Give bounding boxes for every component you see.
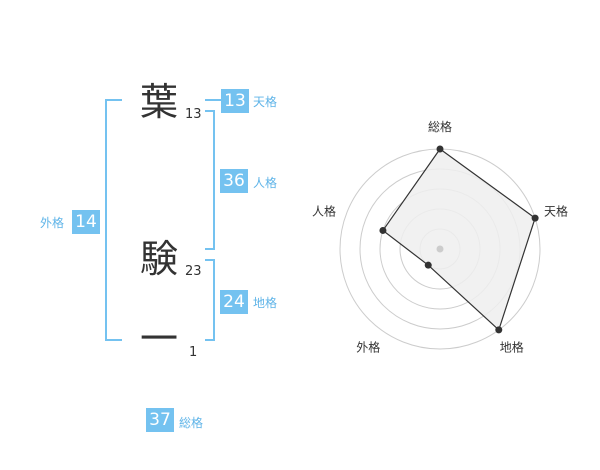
tenkaku-label: 天格 bbox=[253, 95, 278, 109]
name-char-1: 葉 bbox=[140, 80, 179, 124]
radar-axis-label-1: 総格 bbox=[428, 119, 452, 134]
stroke-count-1: 13 bbox=[185, 107, 202, 122]
radar-axis-label-3: 地格 bbox=[500, 340, 524, 355]
stroke-count-3: 1 bbox=[189, 345, 198, 360]
jinkaku-value: 36 bbox=[220, 169, 248, 193]
radar-point-1 bbox=[436, 145, 444, 153]
gaikaku-value: 14 bbox=[72, 210, 100, 234]
soukaku-label: 総格 bbox=[179, 416, 204, 430]
radar-point-5 bbox=[379, 226, 387, 234]
radar-axis-label-5: 人格 bbox=[312, 203, 336, 218]
stroke-count-2: 23 bbox=[185, 264, 202, 279]
radar-point-2 bbox=[531, 214, 539, 222]
chikaku-label: 地格 bbox=[253, 296, 278, 310]
soukaku-value: 37 bbox=[146, 408, 174, 432]
chikaku-bracket bbox=[205, 259, 215, 341]
jinkaku-bracket bbox=[205, 110, 215, 250]
radar-point-4 bbox=[424, 261, 432, 269]
chikaku-value: 24 bbox=[220, 290, 248, 314]
name-char-3: 一 bbox=[140, 317, 179, 361]
gaikaku-bracket bbox=[105, 99, 122, 341]
name-char-2: 験 bbox=[140, 237, 179, 281]
radar-center-dot bbox=[436, 245, 444, 253]
tenkaku-value: 13 bbox=[221, 89, 249, 113]
radar-axis-label-4: 外格 bbox=[356, 340, 380, 355]
radar-axis-label-2: 天格 bbox=[544, 203, 568, 218]
radar-point-3 bbox=[495, 326, 503, 334]
radar-area bbox=[382, 148, 536, 331]
jinkaku-label: 人格 bbox=[253, 176, 278, 190]
gaikaku-label: 外格 bbox=[40, 216, 65, 230]
